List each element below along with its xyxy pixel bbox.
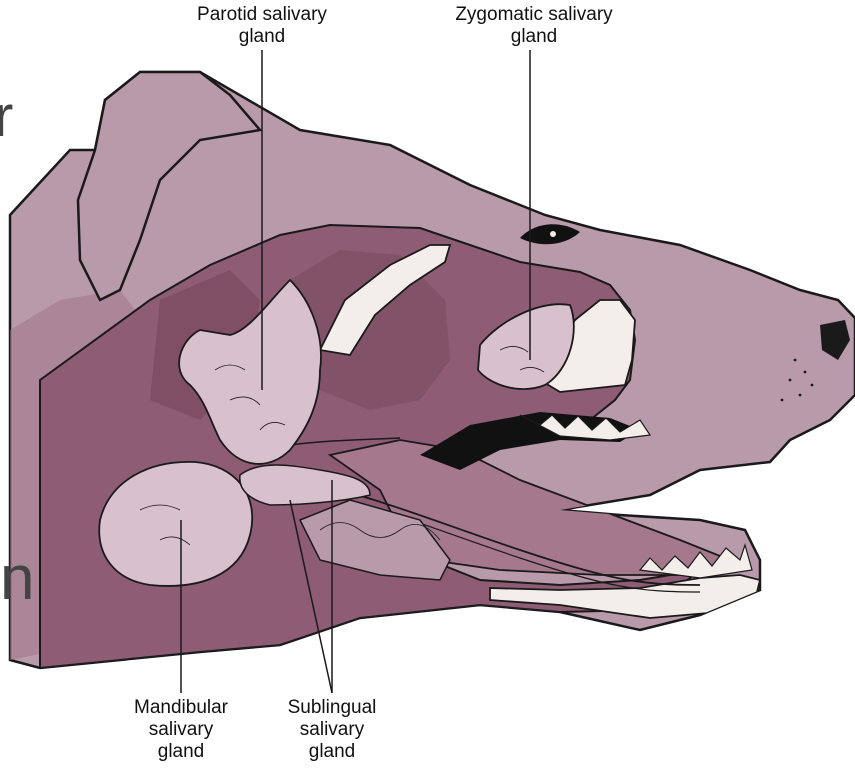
edge-text-fragment-bottom: n	[0, 548, 34, 610]
label-mandibular-salivary-gland: Mandibular salivary gland	[113, 697, 249, 763]
label-zygomatic-salivary-gland: Zygomatic salivary gland	[415, 4, 653, 48]
label-sublingual-salivary-gland: Sublingual salivary gland	[263, 697, 401, 763]
label-parotid-salivary-gland: Parotid salivary gland	[163, 4, 361, 48]
edge-text-fragment-top: r	[0, 88, 13, 146]
